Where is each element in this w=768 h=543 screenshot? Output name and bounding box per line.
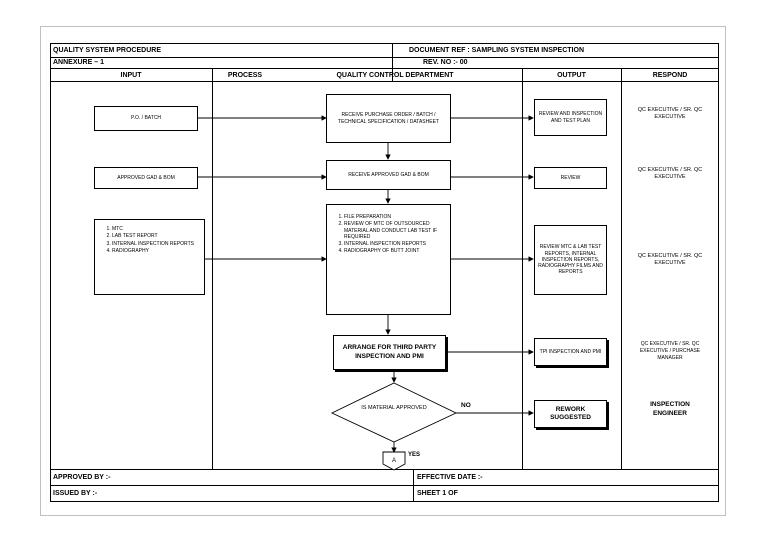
- inspection-step-item: RADIOGRAPHY OF BUTT JOINT: [344, 248, 446, 254]
- column-respond: RESPOND: [652, 72, 688, 79]
- respond-receive-po: QC EXECUTIVE / SR. QC EXECUTIVE: [637, 107, 703, 121]
- respond-gad-bom: QC EXECUTIVE / SR. QC EXECUTIVE: [637, 167, 703, 181]
- page-border: [40, 26, 726, 516]
- respond-decision: INSPECTION ENGINEER: [650, 401, 690, 417]
- review-mtc-output: REVIEW MTC & LAB TEST REPORTS, INTERNAL …: [534, 225, 607, 295]
- respond-third-party: QC EXECUTIVE / SR. QC EXECUTIVE / PURCHA…: [639, 341, 701, 361]
- process-output-divider: [522, 68, 523, 469]
- documents-input-list: MTC LAB TEST REPORT INTERNAL INSPECTION …: [94, 219, 205, 295]
- sheet-number: SHEET 1 OF: [417, 490, 458, 497]
- column-input: INPUT: [120, 72, 142, 79]
- rework-output: REWORK SUGGESTED: [534, 400, 607, 428]
- gad-bom-input: APPROVED GAD & BOM: [94, 167, 198, 189]
- annexure-label: ANNEXURE – 1: [53, 59, 104, 66]
- input-doc-item: INTERNAL INSPECTION REPORTS: [112, 241, 200, 247]
- tpi-inspection-output: TPI INSPECTION AND PMI: [534, 338, 607, 366]
- header-divider-2: [50, 68, 719, 69]
- footer-divider-1: [50, 469, 719, 470]
- input-doc-item: MTC: [112, 226, 200, 232]
- no-label: NO: [461, 402, 471, 409]
- input-doc-item: LAB TEST REPORT: [112, 233, 200, 239]
- column-process: PROCESS: [227, 72, 263, 79]
- inspection-step-item: REVIEW OF MTC OF OUTSOURCED MATERIAL AND…: [344, 221, 446, 240]
- yes-label: YES: [408, 452, 421, 458]
- column-department: QUALITY CONTROL DEPARTMENT: [336, 72, 454, 79]
- respond-inspection-steps: QC EXECUTIVE / SR. QC EXECUTIVE: [637, 253, 703, 267]
- offpage-connector: [382, 451, 406, 471]
- header-divider-1: [50, 57, 719, 58]
- procedure-title: QUALITY SYSTEM PROCEDURE: [53, 47, 161, 54]
- input-doc-item: RADIOGRAPHY: [112, 248, 200, 254]
- third-party-inspection-step: ARRANGE FOR THIRD PARTY INSPECTION AND P…: [333, 335, 446, 370]
- receive-gad-bom-step: RECEIVE APPROVED GAD & BOM: [326, 160, 451, 190]
- review-output: REVIEW: [534, 167, 607, 189]
- input-process-divider: [212, 68, 213, 469]
- column-output: OUTPUT: [557, 72, 586, 79]
- procedure-sheet: [50, 43, 719, 502]
- approved-by-label: APPROVED BY :-: [53, 474, 111, 481]
- column-header-divider: [50, 81, 719, 82]
- footer-divider-2: [50, 485, 719, 486]
- footer-split-line: [413, 469, 414, 502]
- output-respond-divider: [621, 68, 622, 469]
- review-plan-output: REVIEW AND INSPECTION AND TEST PLAN: [534, 99, 607, 136]
- inspection-step-item: INTERNAL INSPECTION REPORTS: [344, 241, 446, 247]
- connector-label: A: [391, 458, 396, 464]
- inspection-steps-list: FILE PREPARATION REVIEW OF MTC OF OUTSOU…: [326, 204, 451, 315]
- document-ref: DOCUMENT REF : SAMPLING SYSTEM INSPECTIO…: [409, 47, 585, 54]
- issued-by-label: ISSUED BY :-: [53, 490, 98, 497]
- inspection-step-item: FILE PREPARATION: [344, 214, 446, 220]
- decision-diamond: [330, 382, 458, 443]
- revision-number: REV. NO :- 00: [423, 59, 468, 66]
- po-batch-input: P.O. / BATCH: [94, 106, 198, 131]
- receive-purchase-order-step: RECEIVE PURCHASE ORDER / BATCH / TECHNIC…: [326, 94, 451, 143]
- header-split-line: [392, 43, 393, 81]
- effective-date-label: EFFECTIVE DATE :-: [417, 474, 483, 481]
- decision-text: IS MATERIAL APPROVED: [361, 405, 427, 411]
